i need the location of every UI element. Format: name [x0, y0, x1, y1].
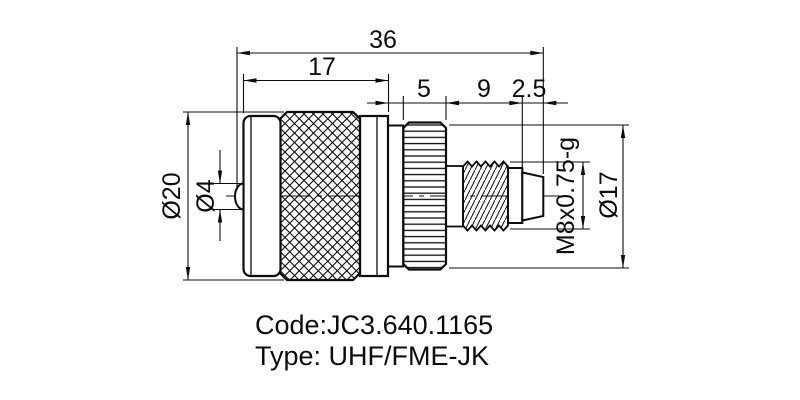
code-label: Code:JC3.640.1165 [255, 310, 493, 340]
dim-mid-length-label: 9 [477, 75, 491, 103]
tip [521, 171, 545, 222]
knurled-ring [402, 121, 448, 271]
neck-section [387, 124, 405, 268]
connector-body [234, 110, 545, 282]
dimension-lines [187, 52, 624, 280]
diamond-knurl-section [278, 110, 362, 282]
thread-neck [445, 165, 464, 228]
dim-body-length-label: 17 [308, 53, 336, 81]
dim-thread-spec-label: M8x0.75-g [552, 137, 580, 255]
dimension-arrows [185, 50, 626, 280]
dim-tip-length-label: 2.5 [512, 75, 547, 103]
front-cap [242, 114, 282, 278]
dim-ring-length-label: 5 [417, 75, 431, 103]
dim-pin-diameter-label: Ø4 [192, 179, 220, 212]
dim-body-diameter-label: Ø20 [158, 172, 186, 219]
dim-ring-diameter-label: Ø17 [595, 171, 623, 218]
thread-section [462, 160, 509, 232]
tip-step [507, 167, 524, 224]
center-pin [234, 182, 245, 211]
dim-overall-length-label: 36 [369, 26, 397, 54]
type-label: Type: UHF/FME-JK [255, 341, 489, 371]
body-right-section [358, 114, 390, 278]
